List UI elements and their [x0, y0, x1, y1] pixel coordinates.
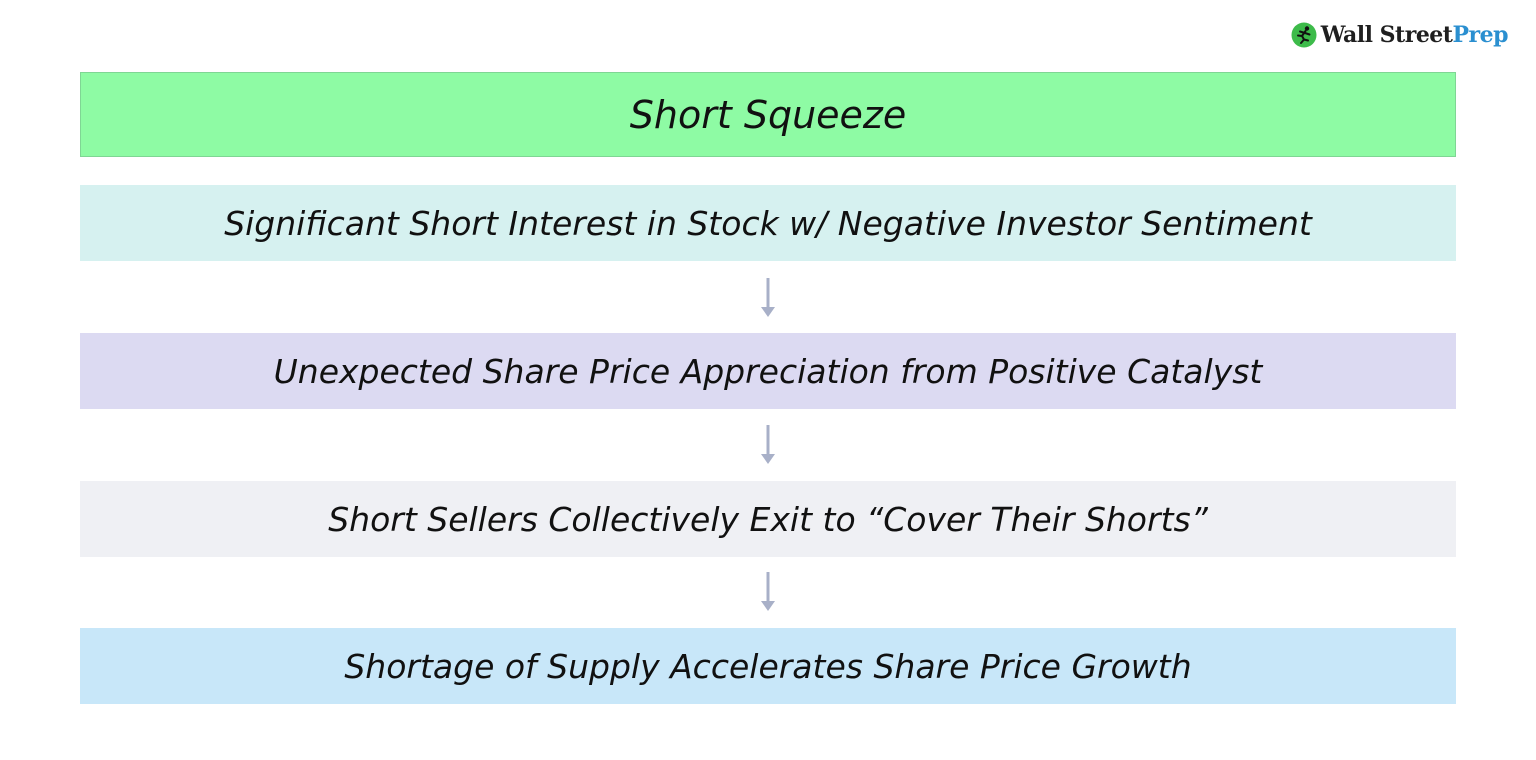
diagram-title: Short Squeeze — [629, 92, 907, 137]
arrow-down-icon — [761, 425, 775, 464]
step-box-2: Unexpected Share Price Appreciation from… — [80, 333, 1456, 409]
arrow-down-icon — [761, 278, 775, 317]
logo-text-accent: Prep — [1452, 22, 1508, 48]
arrow-down-icon — [761, 572, 775, 611]
step-label-4: Shortage of Supply Accelerates Share Pri… — [344, 646, 1192, 686]
logo-text-main: Wall Street — [1320, 22, 1453, 48]
step-box-1: Significant Short Interest in Stock w/ N… — [80, 185, 1456, 261]
step-label-1: Significant Short Interest in Stock w/ N… — [224, 203, 1312, 243]
logo-wordmark: Wall StreetPrep — [1320, 22, 1509, 48]
wall-street-prep-logo: Wall StreetPrep — [1291, 18, 1508, 52]
diagram-title-box: Short Squeeze — [80, 72, 1456, 157]
runner-icon — [1291, 22, 1317, 48]
step-label-2: Unexpected Share Price Appreciation from… — [273, 351, 1263, 391]
step-label-3: Short Sellers Collectively Exit to “Cove… — [328, 499, 1208, 539]
step-box-4: Shortage of Supply Accelerates Share Pri… — [80, 628, 1456, 704]
step-box-3: Short Sellers Collectively Exit to “Cove… — [80, 481, 1456, 557]
